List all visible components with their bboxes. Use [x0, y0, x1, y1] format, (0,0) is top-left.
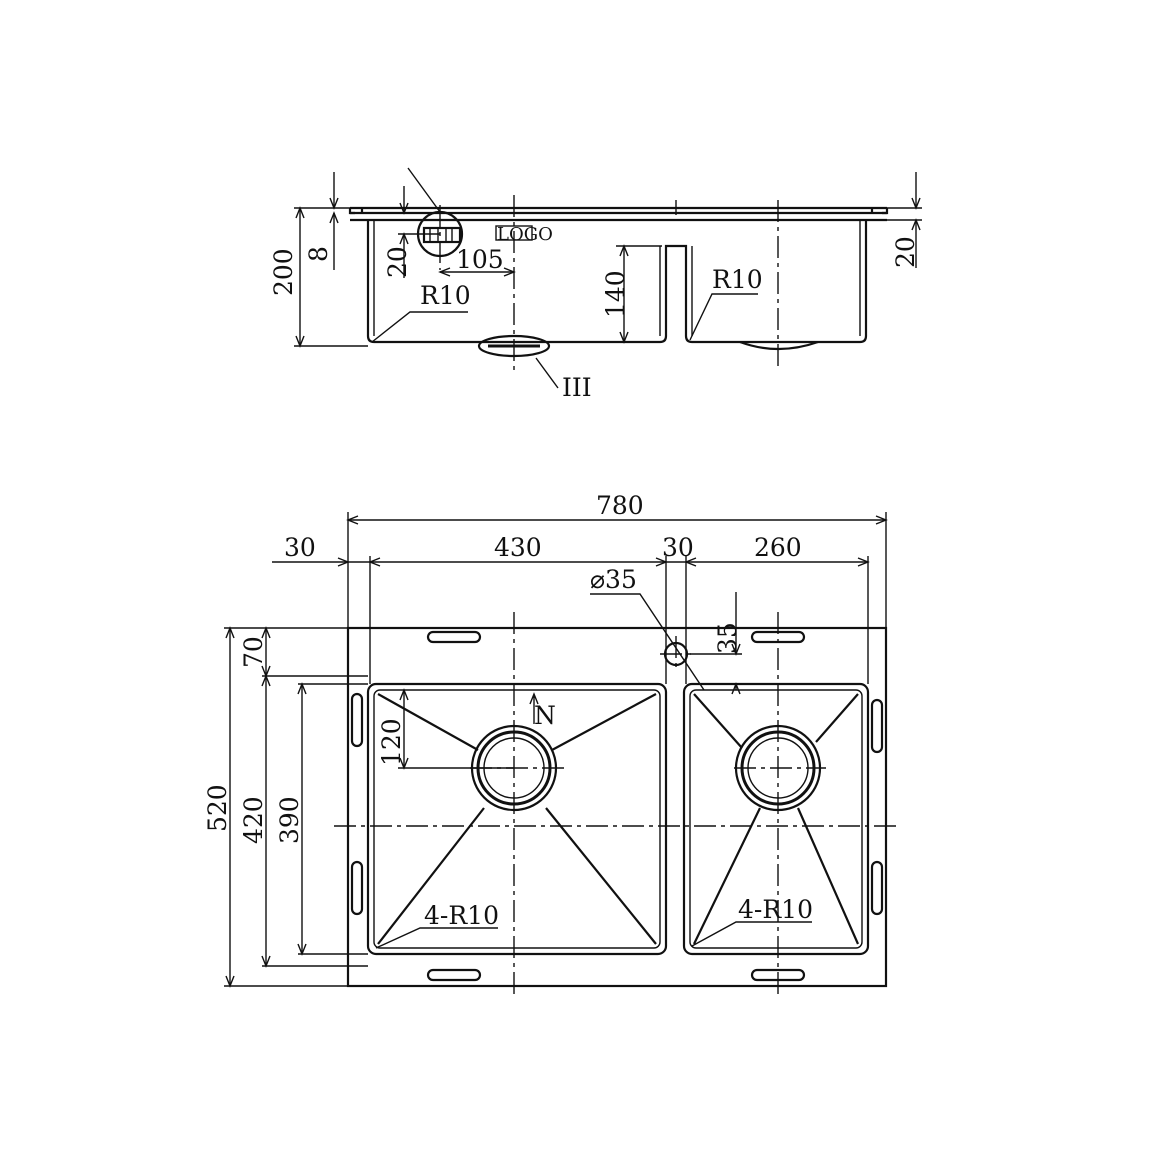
dim-120-arrows: [399, 688, 409, 770]
dim-20-line: [398, 186, 440, 278]
dim-140-arrows: [619, 244, 629, 344]
top-extension-lines: [224, 512, 887, 987]
dim-8-arrows: [329, 197, 339, 224]
left-bowl-outer: [366, 682, 668, 956]
dim-780-arrows: [346, 515, 888, 525]
right-radius-leader: [691, 921, 812, 947]
radius-right: R10: [712, 265, 763, 294]
dim-30-divider: 30: [662, 533, 694, 562]
right-radius: 4-R10: [738, 895, 813, 924]
dim-140: 140: [601, 270, 630, 318]
dim-260: 260: [754, 533, 802, 562]
right-bowl-outer: [682, 682, 870, 956]
n-mark-arrow: [529, 692, 539, 724]
dim-430: 430: [494, 533, 542, 562]
radius-left-leader: [371, 311, 468, 343]
dim-105-arrows: [438, 267, 516, 277]
side-bowl-outline: [366, 220, 868, 344]
dim-420: 420: [239, 796, 268, 844]
right-bowl-inner: [689, 689, 863, 949]
dim-520: 520: [203, 784, 232, 832]
callout-label: III: [562, 373, 592, 402]
n-mark: N: [534, 701, 556, 730]
dim-200-arrows: [295, 206, 305, 348]
dim-120: 120: [377, 718, 406, 766]
dim-420-arrows: [261, 674, 271, 968]
dim-35: 35: [713, 622, 742, 654]
dim-520-arrows: [225, 626, 235, 988]
left-radius-leader: [375, 927, 498, 949]
top-view: 780 30 430 30 260 ⌀35 35 70 120 520 420: [203, 491, 900, 998]
dim-390: 390: [275, 796, 304, 844]
dim-105: 105: [456, 245, 504, 274]
dim-20-right-arrows: [911, 197, 921, 231]
dim-8: 8: [304, 246, 333, 262]
dim-390-arrows: [297, 682, 307, 956]
dim-200: 200: [269, 248, 298, 296]
dim-20-arrows: [399, 202, 409, 245]
left-radius: 4-R10: [424, 901, 499, 930]
left-bowl-slope-lines: [377, 693, 657, 945]
side-center-lines: [439, 195, 779, 370]
top-outer-frame: [346, 626, 888, 988]
dim-70: 70: [239, 636, 268, 668]
side-view: LOGO 200 8 20 105 140 20 R10 R10: [269, 167, 922, 402]
dim-20-right: 20: [891, 236, 920, 268]
overflow-leader: [407, 167, 441, 213]
overflow-slot-lines: [429, 228, 453, 242]
dim-20-right-line: [872, 172, 922, 268]
side-rim-clips: [350, 208, 887, 215]
side-bowl-inner: [373, 220, 861, 336]
dim-row-arrows: [337, 557, 870, 567]
overflow-slots: [422, 226, 462, 244]
dim-tap-hole: ⌀35: [590, 565, 637, 594]
dim-200-line: [294, 207, 368, 347]
dim-30-left: 30: [284, 533, 316, 562]
right-bowl-slope-lines: [693, 693, 860, 945]
dim-780: 780: [596, 491, 644, 520]
side-logo: LOGO: [497, 224, 553, 245]
dim-20-overflow: 20: [383, 246, 412, 278]
dim-35-arrows: [731, 643, 741, 695]
radius-left: R10: [420, 281, 471, 310]
callout-leader: [535, 357, 559, 389]
left-bowl-inner: [373, 689, 661, 949]
top-center-lines: [334, 612, 900, 998]
tap-hole-leader: [590, 593, 705, 691]
radius-right-leader: [689, 293, 758, 341]
